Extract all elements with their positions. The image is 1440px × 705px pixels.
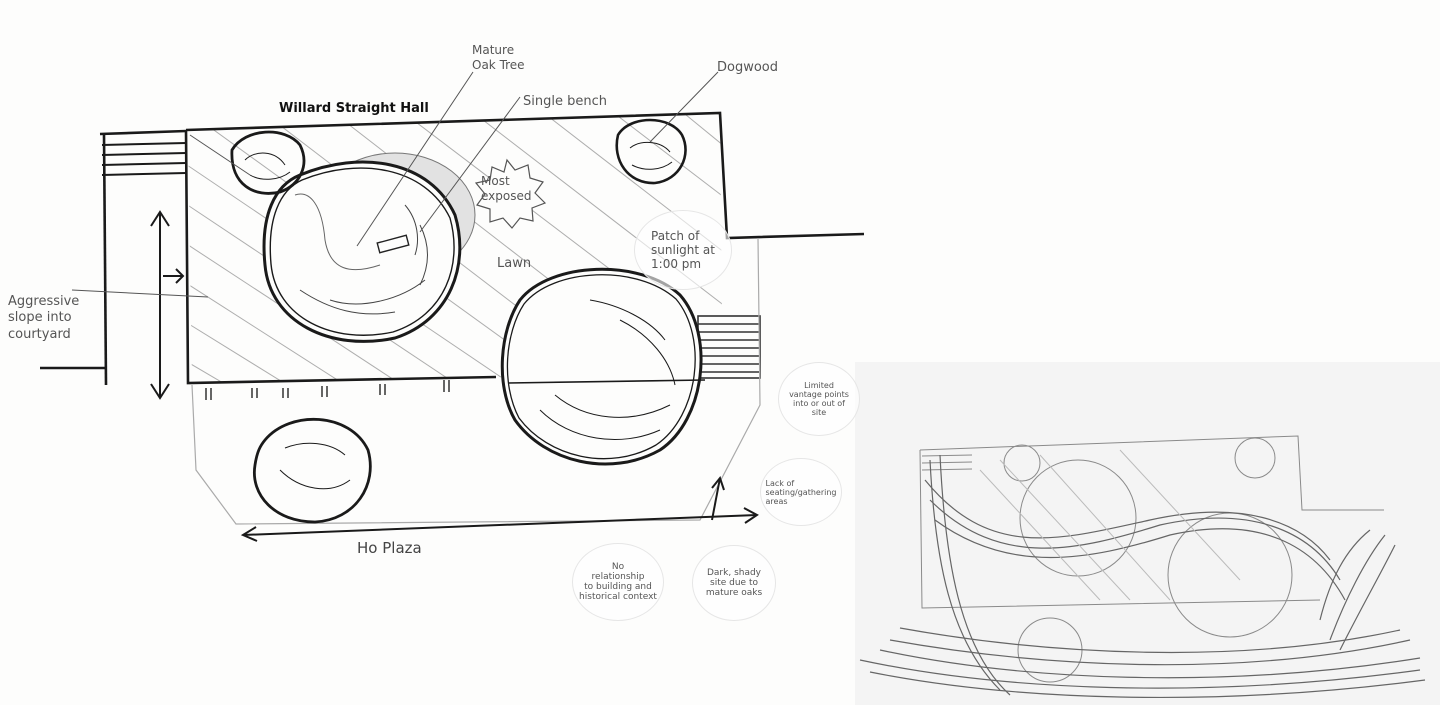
lawn-label: Lawn: [497, 256, 532, 271]
note-seating: Lack of seating/gathering areas: [760, 458, 842, 526]
slope-label: Aggressive slope into courtyard: [8, 294, 80, 342]
stairs-left: [101, 142, 187, 176]
plaza-outline: [191, 237, 761, 525]
dogwood-tree: [615, 118, 687, 185]
bench-marker: [376, 234, 410, 254]
most-exposed-burst: [474, 158, 547, 229]
small-tree-topleft: [230, 130, 306, 195]
plaza-arrow: [240, 475, 759, 542]
plaza-label: Ho Plaza: [357, 539, 422, 557]
tree-bottom-left: [252, 418, 372, 524]
bench-markers: [205, 380, 450, 400]
oak-tree-label: Mature Oak Tree: [472, 43, 525, 72]
dogwood-label: Dogwood: [717, 60, 779, 75]
leader-lines: [71, 71, 719, 298]
slope-arrow: [150, 210, 185, 400]
overlay-sketch: [855, 362, 1440, 705]
bench-label: Single bench: [523, 94, 607, 109]
note-vantage: Limited vantage points into or out of si…: [778, 362, 860, 436]
large-tree-right: [500, 267, 706, 466]
most-exposed-label: Most exposed: [481, 174, 532, 203]
oak-tree: [262, 160, 462, 343]
note-sunlight: Patch of sunlight at 1:00 pm: [634, 210, 732, 290]
stairs-right: [697, 315, 761, 379]
note-shady: Dark, shady site due to mature oaks: [692, 545, 776, 621]
note-relationship: No relationship to building and historic…: [572, 543, 664, 621]
building-label: Willard Straight Hall: [279, 101, 429, 116]
